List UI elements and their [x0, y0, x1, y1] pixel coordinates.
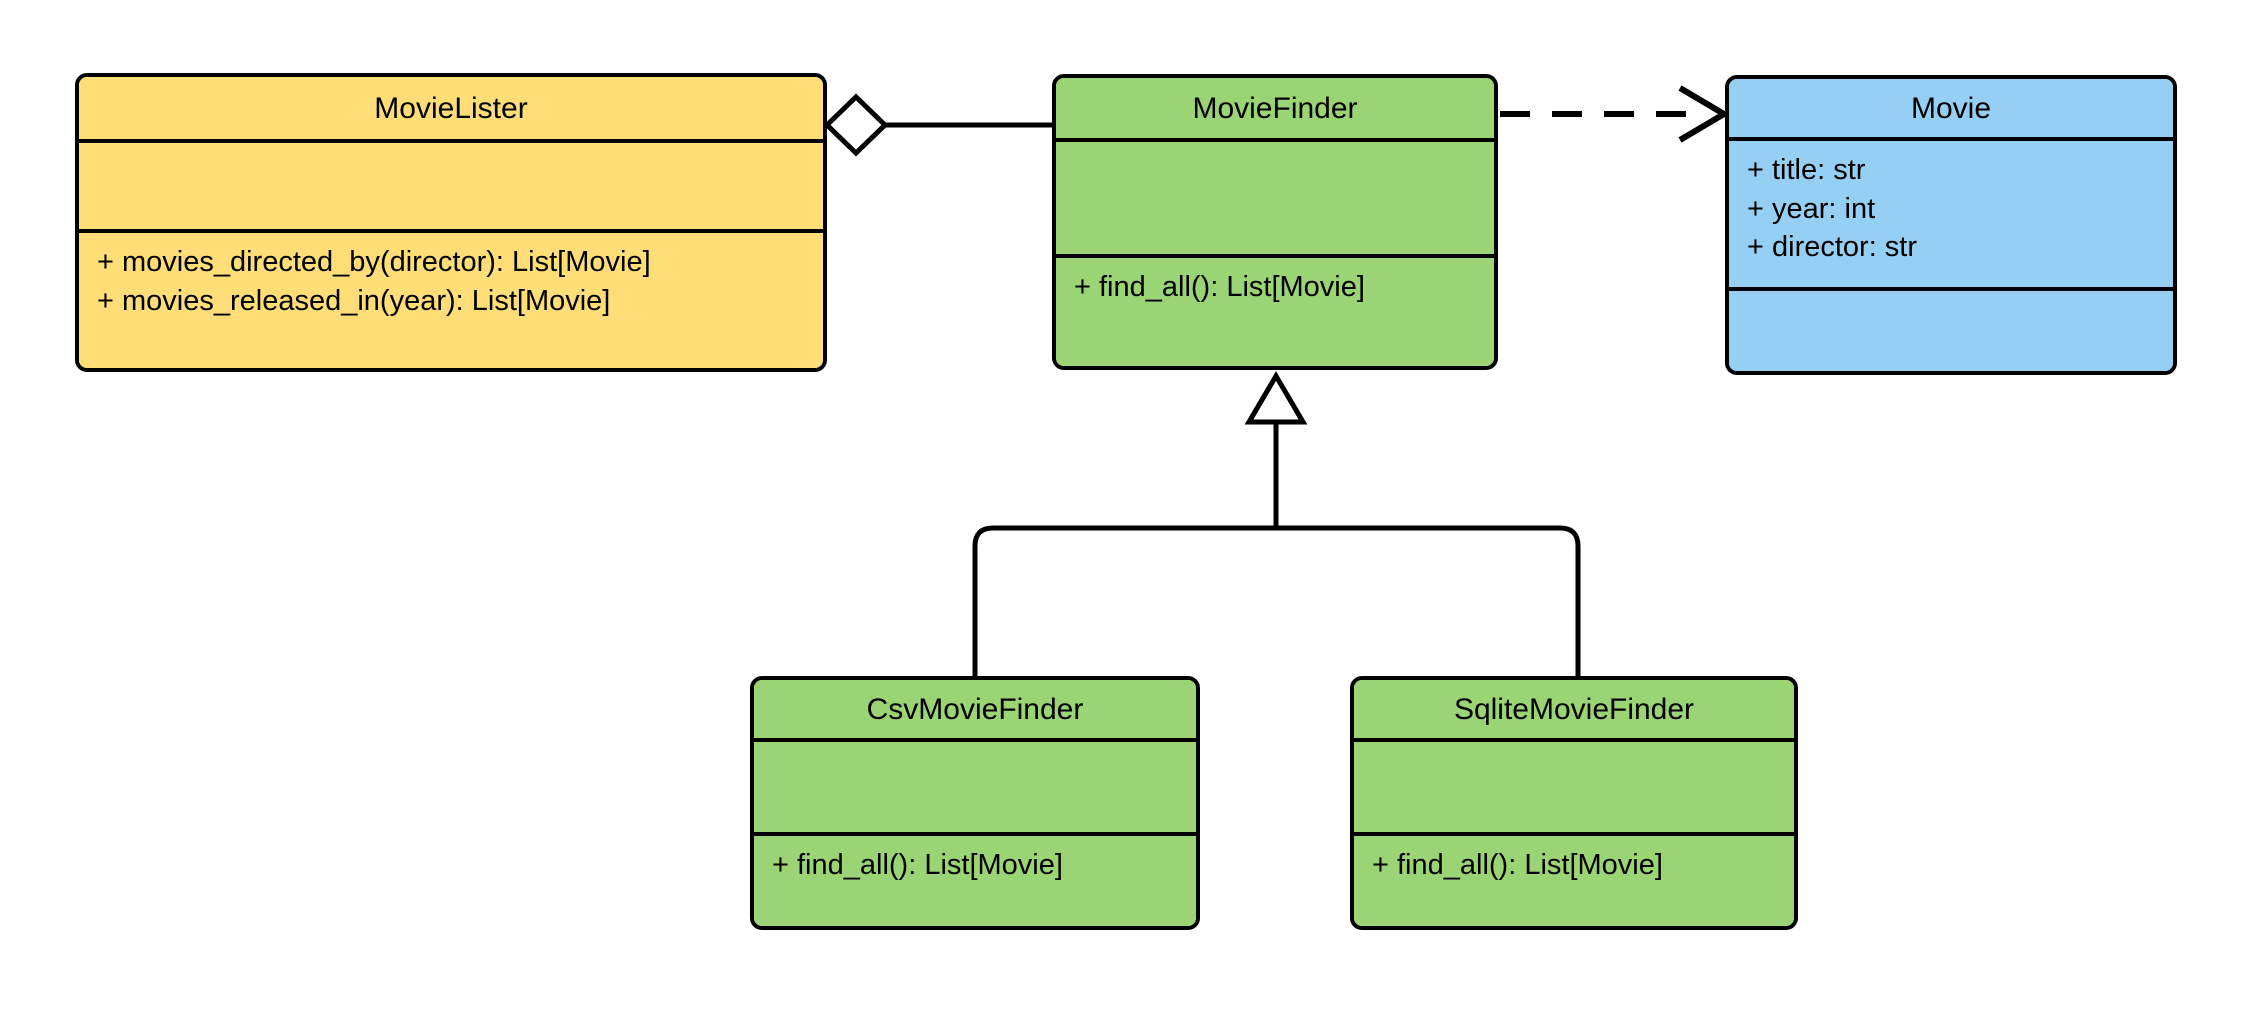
class-name-compartment: SqliteMovieFinder: [1354, 680, 1794, 742]
generalization-edge-subclasses-moviefinder: [972, 371, 1581, 678]
operation-item: + find_all(): List[Movie]: [1372, 849, 1663, 881]
operation-item: + movies_directed_by(director): List[Mov…: [97, 246, 651, 278]
dependency-edge-moviefinder-movie: [1500, 85, 1730, 143]
attribute-item: + year: int: [1747, 192, 1876, 225]
class-box-movielister[interactable]: MovieLister + movies_directed_by(directo…: [75, 73, 827, 372]
class-operations-compartment: + find_all(): List[Movie]: [754, 836, 1196, 926]
class-operations-compartment: + find_all(): List[Movie]: [1354, 836, 1794, 926]
class-name-compartment: Movie: [1729, 79, 2173, 141]
class-name-label: CsvMovieFinder: [866, 692, 1084, 726]
attribute-item: + title: str: [1747, 154, 1866, 186]
class-operations-compartment: + find_all(): List[Movie]: [1056, 258, 1494, 366]
generalization-branch-bar: [972, 525, 1581, 678]
operation-item: + find_all(): List[Movie]: [772, 849, 1063, 881]
class-name-label: MovieFinder: [1192, 91, 1358, 125]
aggregation-edge-movielister-moviefinder: [823, 93, 1054, 157]
class-attributes-compartment: [1354, 742, 1794, 836]
class-attributes-compartment: [1056, 142, 1494, 258]
attribute-item: + director: str: [1747, 231, 1918, 264]
class-name-compartment: MovieFinder: [1056, 78, 1494, 142]
hollow-diamond-icon: [823, 93, 889, 157]
class-name-label: MovieLister: [374, 91, 528, 125]
class-box-movie[interactable]: Movie + title: str + year: int + directo…: [1725, 75, 2177, 375]
class-box-sqlitemoviefinder[interactable]: SqliteMovieFinder + find_all(): List[Mov…: [1350, 676, 1798, 930]
class-name-compartment: MovieLister: [79, 77, 823, 143]
hollow-triangle-icon: [1244, 371, 1308, 425]
class-name-compartment: CsvMovieFinder: [754, 680, 1196, 742]
open-arrowhead-icon: [1678, 85, 1730, 143]
class-attributes-compartment: + title: str + year: int + director: str: [1729, 141, 2173, 291]
class-name-label: SqliteMovieFinder: [1453, 692, 1695, 726]
class-operations-compartment: + movies_directed_by(director): List[Mov…: [79, 233, 823, 368]
class-attributes-compartment: [79, 143, 823, 233]
class-attributes-compartment: [754, 742, 1196, 836]
operation-item: + find_all(): List[Movie]: [1074, 271, 1365, 303]
operation-item: + movies_released_in(year): List[Movie]: [97, 284, 611, 317]
class-name-label: Movie: [1910, 91, 1992, 125]
class-operations-compartment: [1729, 291, 2173, 371]
class-box-moviefinder[interactable]: MovieFinder + find_all(): List[Movie]: [1052, 74, 1498, 370]
class-box-csvmoviefinder[interactable]: CsvMovieFinder + find_all(): List[Movie]: [750, 676, 1200, 930]
